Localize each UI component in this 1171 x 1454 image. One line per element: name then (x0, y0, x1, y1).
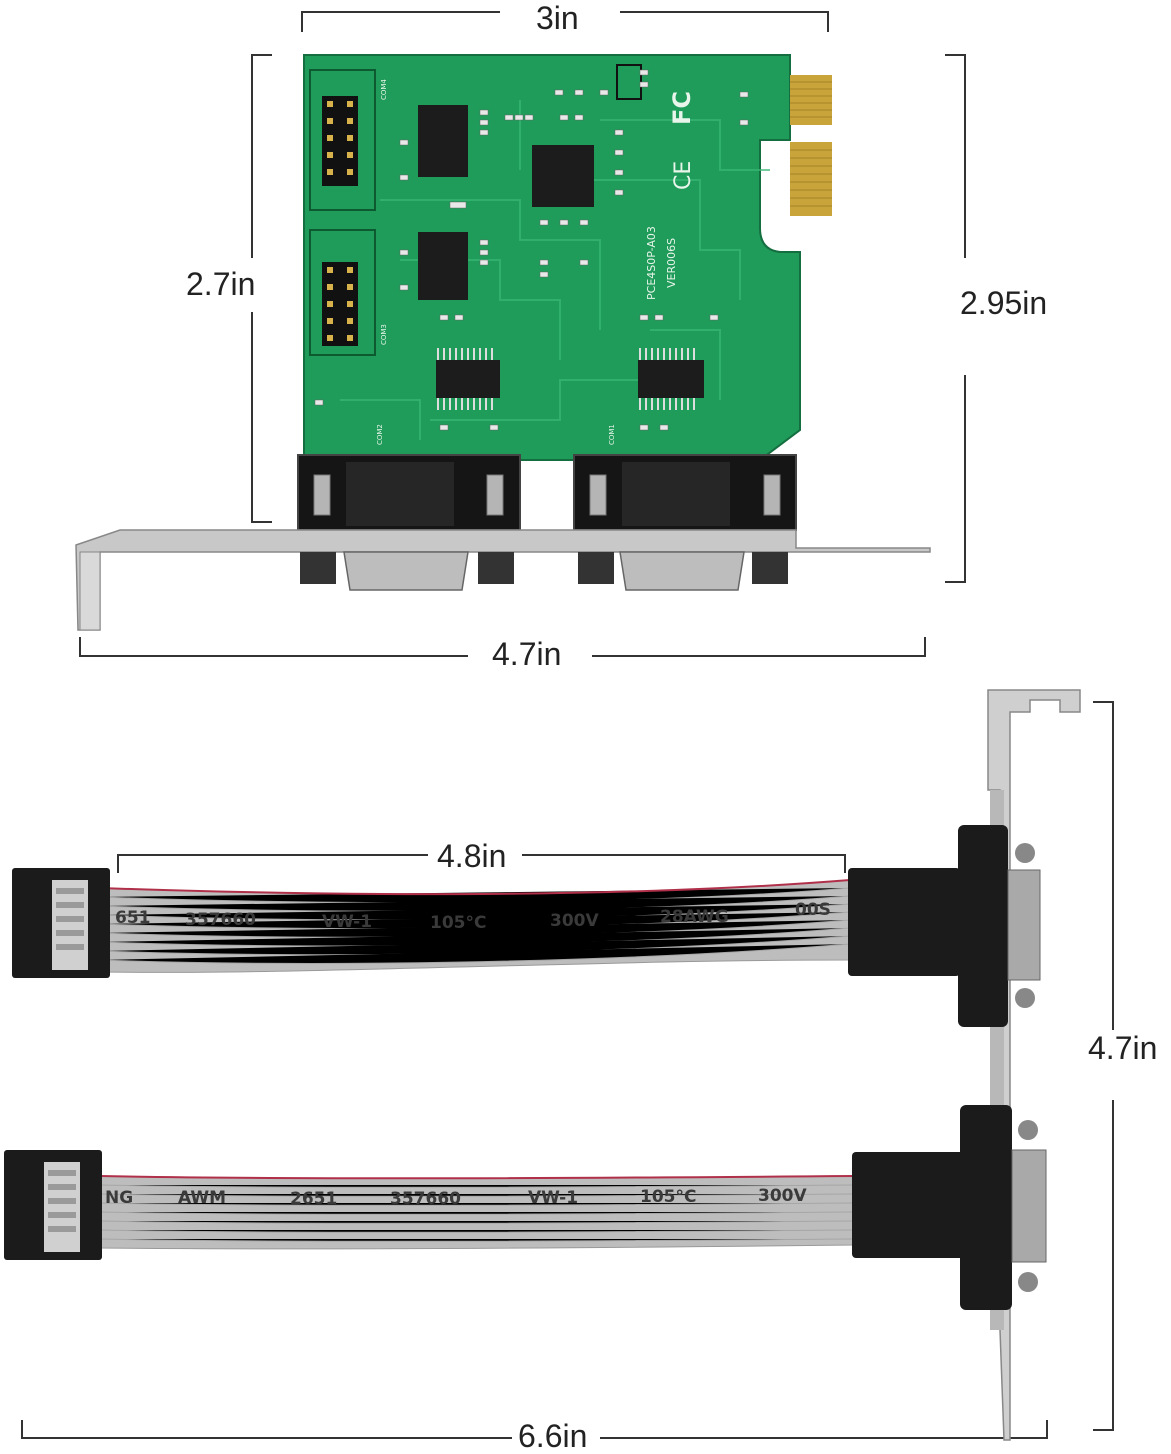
ribbon-cable-bottom: NG AWM 2651 357660 VW-1 105°C 300V (4, 1105, 1047, 1310)
dimension-assembly-width: 6.6in (514, 1418, 592, 1454)
ribbon-cable-top: 651 357660 VW-1 105°C 300V 28AWG 00S (12, 825, 1041, 1027)
ce-mark: CE (671, 161, 696, 190)
cable-bottom-print-5: VW-1 (528, 1188, 578, 1208)
dimension-card-height-with-connectors: 2.95in (956, 285, 1052, 321)
port-label-com3: COM3 (380, 324, 388, 345)
pcb-version-label: VER006S (665, 238, 678, 288)
dimension-lines-top (79, 11, 966, 657)
dimension-card-height: 2.7in (182, 266, 260, 302)
cable-top-print-2: 357660 (185, 910, 256, 930)
cable-bottom-print-6: 105°C (640, 1187, 696, 1207)
cable-bottom-print-7: 300V (758, 1186, 807, 1206)
pcb-model-label: PCE4S0P-A03 (645, 226, 658, 300)
fc-mark: FC (668, 91, 696, 125)
cable-bottom-print-2: AWM (178, 1188, 226, 1208)
full-height-bracket (987, 689, 1081, 1441)
cable-top-print-5: 300V (550, 911, 599, 931)
cable-top-print-1: 651 (115, 908, 151, 928)
cable-top-print-3: VW-1 (322, 912, 372, 932)
cable-bottom-print-1: NG (105, 1188, 133, 1208)
port-label-com2: COM2 (376, 424, 384, 445)
cable-top-print-7: 00S (795, 900, 831, 920)
dimension-bracket-height: 4.7in (1084, 1030, 1162, 1066)
cable-top-print-4: 105°C (430, 913, 486, 933)
port-label-com4: COM4 (380, 79, 388, 100)
port-label-com1: COM1 (608, 424, 616, 445)
dimension-bracket-width: 4.7in (488, 636, 566, 672)
cable-bottom-print-4: 357660 (390, 1189, 461, 1209)
cable-bottom-print-3: 2651 (290, 1189, 337, 1209)
dimension-lines-bottom (21, 701, 1114, 1439)
dimension-card-width: 3in (532, 0, 583, 36)
card-db9-connectors (297, 454, 797, 531)
dimension-cable-length: 4.8in (433, 838, 511, 874)
pcie-card: PCE4S0P-A03 VER006S FC CE COM4 COM3 COM2… (75, 54, 931, 631)
cable-top-print-6: 28AWG (660, 907, 729, 927)
